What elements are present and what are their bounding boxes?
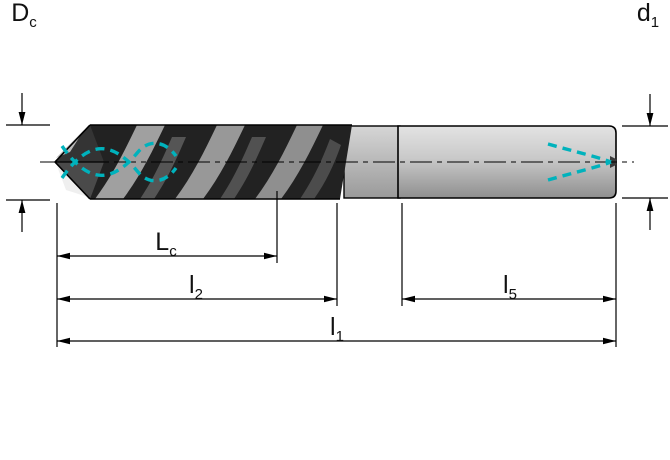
dim-label-l1-main: l xyxy=(330,313,336,341)
dimension-dc xyxy=(6,93,50,232)
dim-label-d1: d1 xyxy=(626,0,670,30)
dim-label-l2: l2 xyxy=(166,271,226,303)
dim-label-l5-sub: 5 xyxy=(508,286,517,303)
dim-label-dc: Dc xyxy=(0,0,48,30)
dim-label-l5-main: l xyxy=(503,271,509,299)
coolant-channel-left xyxy=(60,141,178,183)
dim-label-l2-main: l xyxy=(189,271,195,299)
extension-lines xyxy=(56,191,617,347)
dimension-d1 xyxy=(622,94,668,230)
dimension-l2 xyxy=(57,295,337,303)
dim-label-d1-main: d xyxy=(636,0,651,27)
dim-label-l1-sub: 1 xyxy=(335,328,344,345)
dim-label-dc-main: D xyxy=(11,0,30,27)
dim-label-lc-sub: c xyxy=(169,243,177,260)
drill-shank xyxy=(397,125,617,199)
dim-label-l1: l1 xyxy=(307,313,367,345)
coolant-channel-right xyxy=(547,142,612,182)
dim-label-l5: l5 xyxy=(480,271,540,303)
dimension-lc xyxy=(57,252,277,260)
dim-label-d1-sub: 1 xyxy=(650,14,660,31)
dim-label-dc-sub: c xyxy=(29,14,37,31)
dim-label-lc: Lc xyxy=(136,228,196,260)
dim-label-lc-main: L xyxy=(155,228,170,256)
dimension-l1 xyxy=(57,337,616,345)
dim-label-l2-sub: 2 xyxy=(194,286,203,303)
dimension-l5 xyxy=(402,295,616,303)
